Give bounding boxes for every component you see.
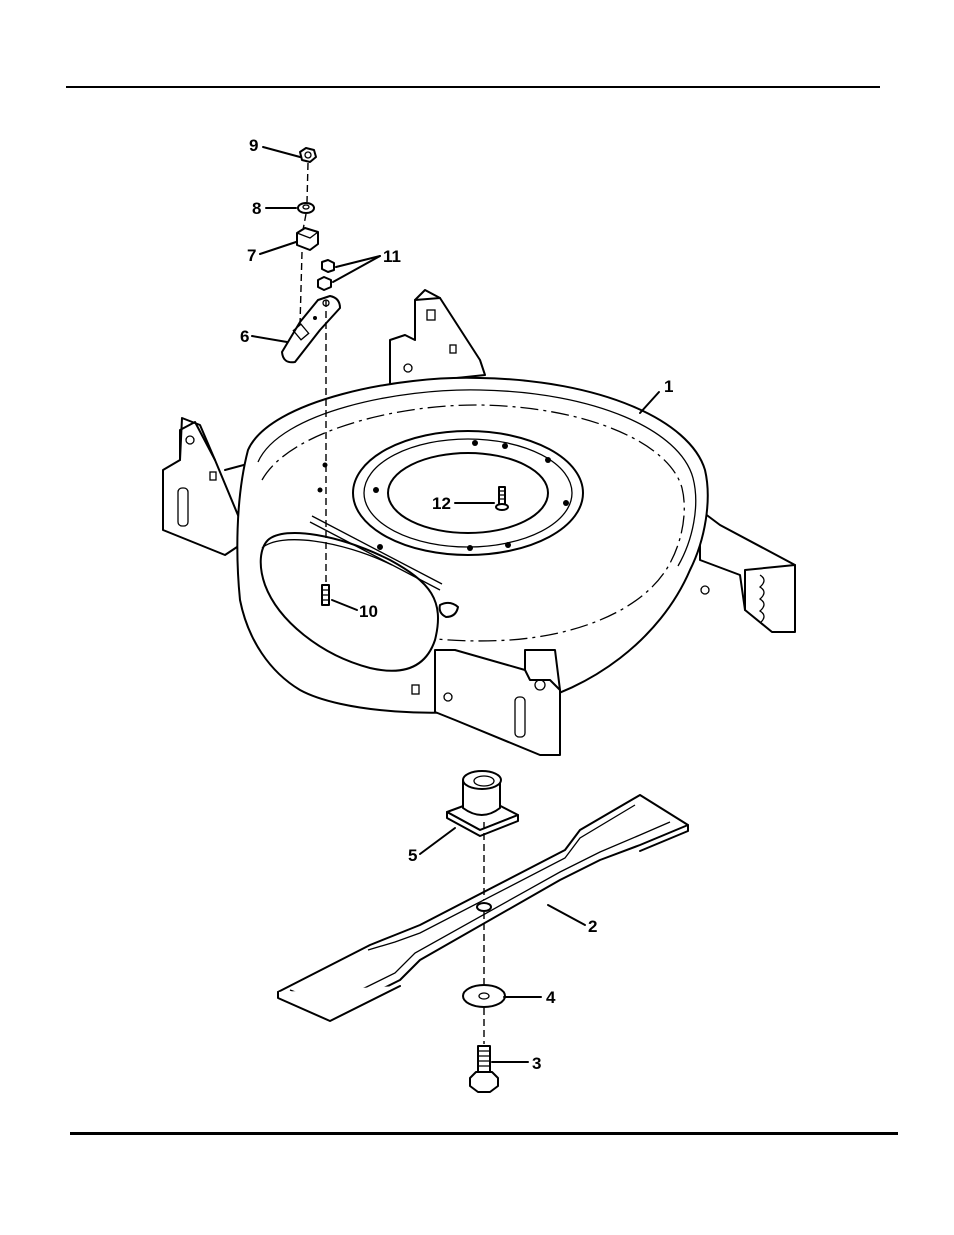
part-4-washer: [463, 985, 505, 1007]
callout-11: 11: [383, 247, 401, 266]
deck-bracket-rear-right: [390, 290, 485, 385]
part-5-blade-adapter: [447, 771, 518, 836]
part-3-bolt: [470, 1046, 498, 1092]
callout-5: 5: [408, 846, 417, 865]
part-10-bolt: [322, 585, 329, 605]
part-6-lever-bracket: [282, 296, 340, 362]
callout-3: 3: [532, 1054, 541, 1073]
mower-deck-housing: [163, 290, 795, 755]
blade-assembly: [278, 771, 688, 1092]
part-8-washer: [298, 203, 314, 213]
callout-7: 7: [247, 246, 256, 265]
part-9-nut: [300, 148, 316, 162]
callout-6: 6: [240, 327, 249, 346]
callout-8: 8: [252, 199, 261, 218]
part-7-block: [297, 228, 318, 250]
callout-4: 4: [546, 988, 556, 1007]
part-11-nuts: [318, 260, 334, 290]
callout-10: 10: [359, 602, 378, 621]
callout-2: 2: [588, 917, 597, 936]
callout-9: 9: [249, 136, 258, 155]
callout-12: 12: [432, 494, 451, 513]
callout-1: 1: [664, 377, 673, 396]
deck-bracket-right: [700, 510, 795, 632]
